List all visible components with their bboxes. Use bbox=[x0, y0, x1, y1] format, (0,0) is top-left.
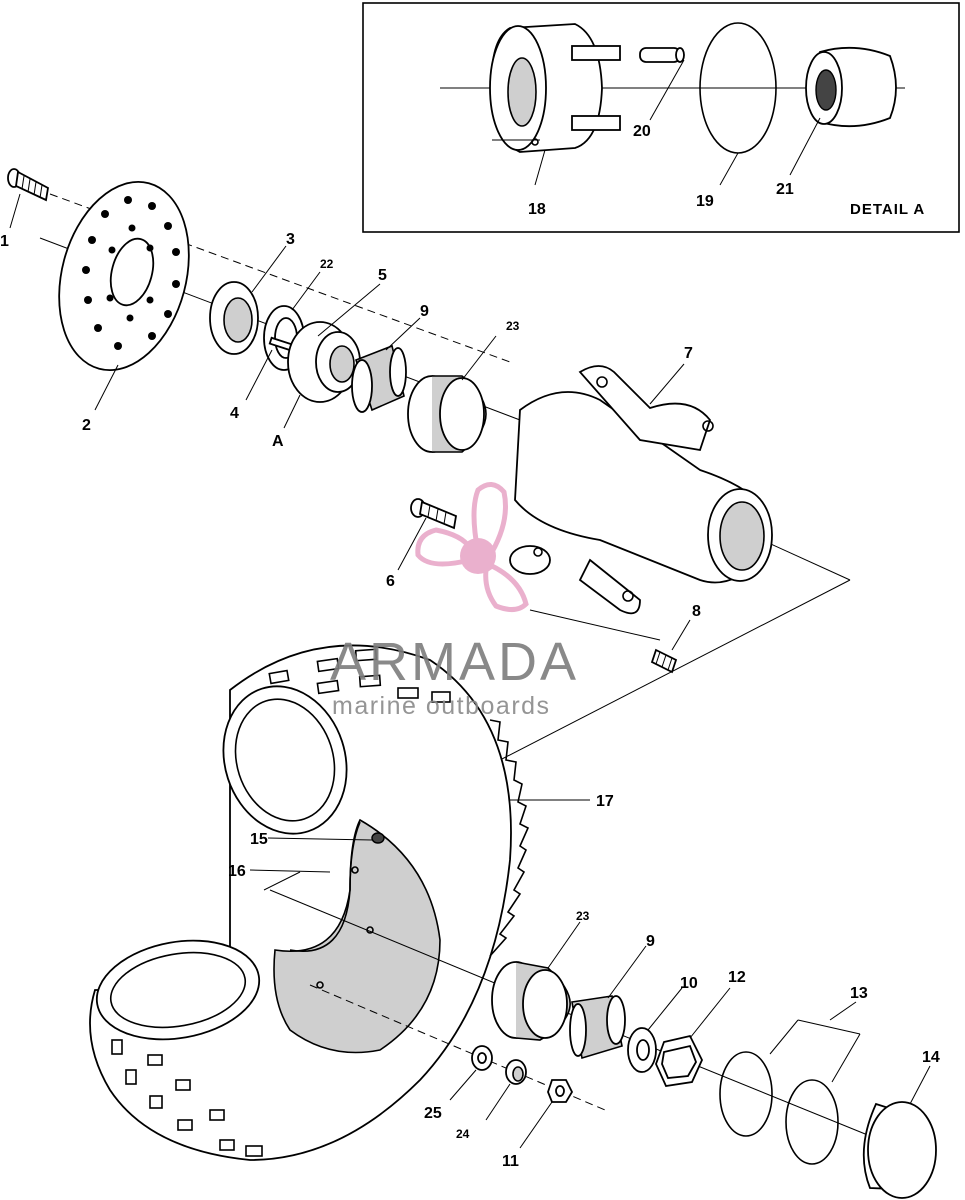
part-23-bearing-race-lower bbox=[491, 921, 581, 1041]
label-9-upper: 9 bbox=[420, 303, 429, 320]
label-25: 25 bbox=[424, 1105, 442, 1122]
part-12-castle-nut bbox=[655, 987, 731, 1087]
label-23-upper: 23 bbox=[506, 319, 520, 333]
part-11-nut bbox=[519, 1079, 574, 1149]
label-16: 16 bbox=[228, 863, 246, 880]
label-3: 3 bbox=[286, 231, 295, 248]
armada-watermark: ARMADA marine outboards bbox=[330, 482, 579, 720]
label-21: 21 bbox=[776, 181, 794, 198]
part-9-bearing-lower bbox=[569, 945, 647, 1060]
label-2: 2 bbox=[82, 417, 91, 434]
label-19: 19 bbox=[696, 193, 714, 210]
part-20-pin bbox=[639, 47, 685, 121]
part-21-dog-nut bbox=[789, 46, 897, 176]
part-5-hub-assembly-a bbox=[283, 283, 381, 429]
part-25-washer bbox=[449, 1045, 493, 1101]
label-17: 17 bbox=[596, 793, 614, 810]
label-20: 20 bbox=[633, 123, 651, 140]
part-1-bolt bbox=[7, 168, 49, 229]
label-24: 24 bbox=[456, 1127, 470, 1141]
part-2-brake-disc bbox=[58, 180, 190, 411]
part-3-seal bbox=[209, 245, 287, 355]
part-23-bearing-race-upper bbox=[407, 335, 497, 453]
label-18: 18 bbox=[528, 201, 546, 218]
label-15: 15 bbox=[250, 831, 268, 848]
label-a: A bbox=[272, 433, 284, 450]
part-8-set-screw bbox=[650, 619, 691, 674]
detail-a-panel: DETAIL A 18 19 20 bbox=[362, 2, 960, 233]
label-6: 6 bbox=[386, 573, 395, 590]
part-6-bolt bbox=[397, 498, 458, 571]
label-5: 5 bbox=[378, 267, 387, 284]
label-22: 22 bbox=[320, 257, 334, 271]
part-13-o-rings bbox=[719, 1001, 861, 1165]
part-10-washer bbox=[627, 987, 683, 1073]
label-11: 11 bbox=[502, 1153, 519, 1170]
label-12: 12 bbox=[728, 969, 746, 986]
label-7: 7 bbox=[684, 345, 693, 362]
label-13: 13 bbox=[850, 985, 868, 1002]
label-1: 1 bbox=[0, 233, 9, 250]
part-7-spindle-housing bbox=[509, 363, 773, 615]
part-9-bearing-upper bbox=[351, 317, 421, 413]
part-24-spacer bbox=[485, 1059, 527, 1121]
part-14-hub-cap bbox=[862, 1065, 937, 1199]
part-15-valve-stem bbox=[267, 832, 385, 844]
label-14: 14 bbox=[922, 1049, 940, 1066]
label-8: 8 bbox=[692, 603, 701, 620]
label-4: 4 bbox=[230, 405, 239, 422]
propeller-logo-icon bbox=[415, 482, 529, 612]
label-10: 10 bbox=[680, 975, 698, 992]
watermark-brand: ARMADA bbox=[330, 632, 579, 692]
label-9-lower: 9 bbox=[646, 933, 655, 950]
label-23-lower: 23 bbox=[576, 909, 590, 923]
watermark-tagline: marine outboards bbox=[332, 692, 551, 720]
part-18-clutch-hub bbox=[489, 23, 621, 153]
detail-a-title: DETAIL A bbox=[850, 201, 925, 218]
